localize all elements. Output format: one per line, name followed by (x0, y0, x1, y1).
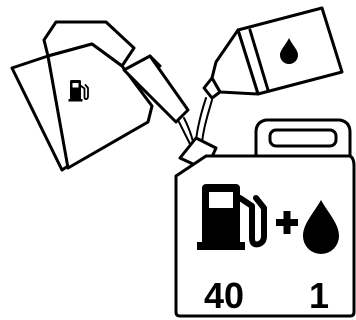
jerrycan-handle-hole (270, 130, 336, 146)
fuel-ratio-label: 40 (204, 275, 244, 316)
oil-stream (196, 98, 206, 140)
oil-bottle (204, 8, 342, 98)
fuel-can (12, 22, 188, 170)
fuel-stream (178, 120, 190, 144)
oil-ratio-label: 1 (309, 275, 329, 316)
